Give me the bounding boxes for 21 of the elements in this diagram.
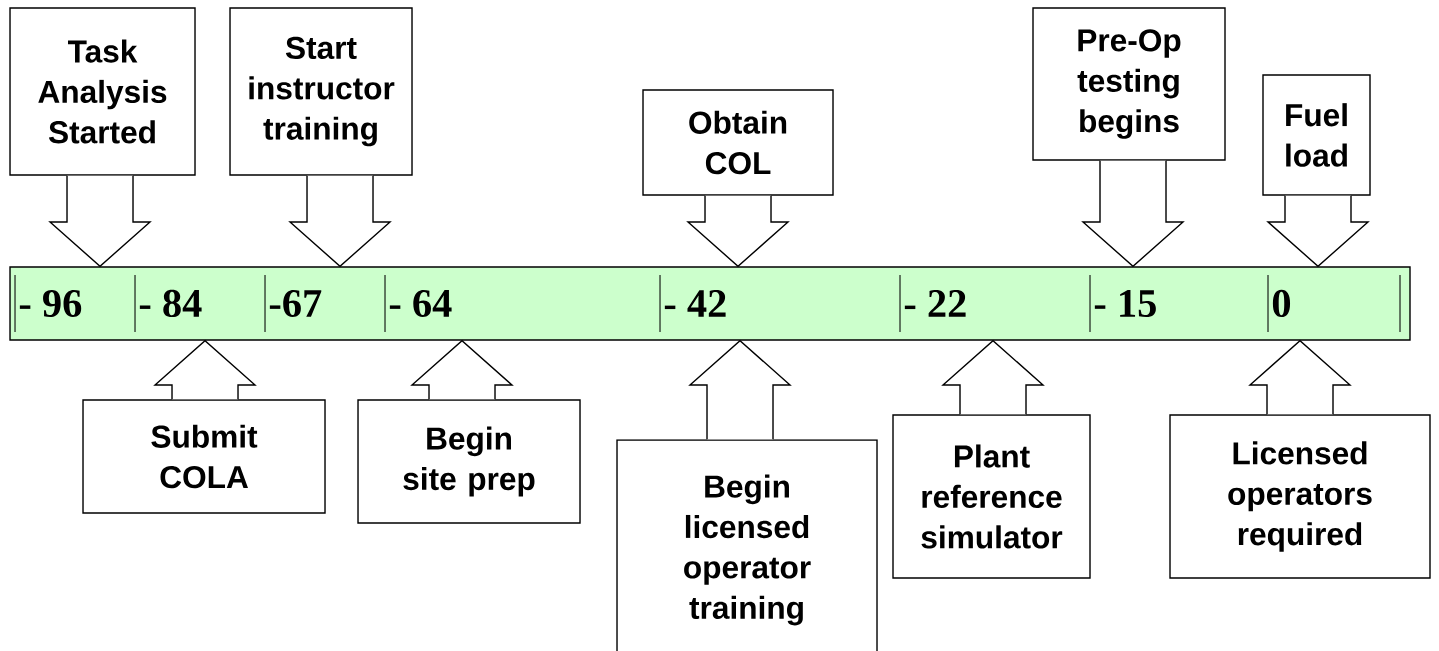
- callout-box: Obtain COL: [642, 89, 834, 196]
- block-arrow: [941, 339, 1045, 415]
- block-arrow: [288, 175, 392, 268]
- block-arrow: [48, 175, 152, 268]
- block-arrow: [410, 339, 514, 400]
- block-arrow: [686, 195, 790, 268]
- callout-box: Submit COLA: [82, 399, 326, 514]
- timeline-bar: - 96 - 84 -67 - 64 - 42 - 22 - 15 0: [9, 266, 1411, 341]
- callout-box: Begin site prep: [357, 399, 581, 524]
- callout-box: Task Analysis Started: [9, 7, 196, 176]
- callout-box: Start instructor training: [229, 7, 413, 176]
- block-arrow: [1248, 339, 1352, 415]
- block-arrow: [1266, 195, 1370, 268]
- callout-box: Fuel load: [1262, 74, 1371, 196]
- callout-box: Licensed operators required: [1169, 414, 1431, 579]
- callout-box: Begin licensed operator training: [616, 439, 878, 651]
- callout-box: Plant reference simulator: [892, 414, 1091, 579]
- block-arrow: [688, 339, 792, 440]
- block-arrow: [1081, 160, 1185, 268]
- block-arrow: [153, 339, 257, 400]
- callout-box: Pre-Op testing begins: [1032, 7, 1226, 161]
